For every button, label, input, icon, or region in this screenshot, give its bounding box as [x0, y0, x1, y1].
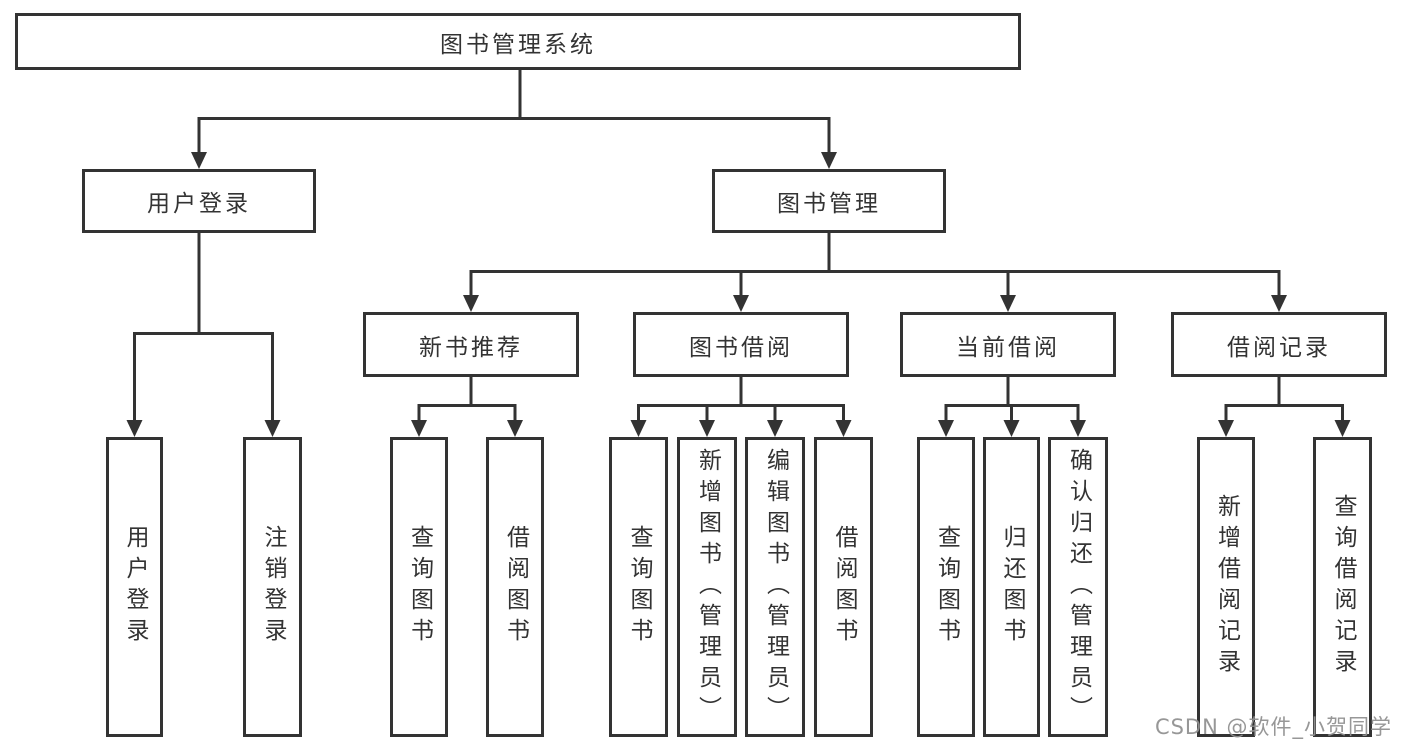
node-new-book-recommend: 新书推荐	[363, 312, 579, 377]
leaf-borrow-book: 借阅图书	[814, 437, 873, 737]
node-book-borrow-label: 图书借阅	[689, 334, 793, 361]
leaf-add-borrow-record-label: 新增借阅记录	[1213, 494, 1240, 680]
node-root: 图书管理系统	[15, 13, 1021, 70]
leaf-recommend-borrow-book-label: 借阅图书	[502, 525, 529, 649]
leaf-borrow-query-book-label: 查询图书	[626, 525, 652, 649]
leaf-edit-book-admin: 编辑图书（管理员）	[745, 437, 805, 737]
node-borrow-records: 借阅记录	[1171, 312, 1387, 377]
leaf-user-login-label: 用户登录	[122, 525, 148, 649]
leaf-user-login: 用户登录	[106, 437, 163, 737]
node-root-label: 图书管理系统	[440, 31, 596, 58]
leaf-current-query-book-label: 查询图书	[933, 525, 960, 649]
node-user-login-label: 用户登录	[147, 191, 251, 217]
node-borrow-records-label: 借阅记录	[1227, 334, 1331, 361]
node-book-management: 图书管理	[712, 169, 946, 233]
leaf-recommend-query-book: 查询图书	[390, 437, 448, 737]
leaf-return-book: 归还图书	[983, 437, 1040, 737]
leaf-recommend-query-book-label: 查询图书	[406, 525, 433, 649]
leaf-query-borrow-record: 查询借阅记录	[1313, 437, 1372, 737]
leaf-add-book-admin-label: 新增图书（管理员）	[694, 447, 721, 727]
node-book-management-label: 图书管理	[777, 191, 881, 217]
leaf-logout: 注销登录	[243, 437, 302, 737]
node-book-borrow: 图书借阅	[633, 312, 849, 377]
csdn-watermark: CSDN @软件_小贺同学	[1154, 715, 1392, 739]
leaf-add-borrow-record: 新增借阅记录	[1197, 437, 1255, 737]
node-current-borrow-label: 当前借阅	[956, 334, 1060, 361]
leaf-recommend-borrow-book: 借阅图书	[486, 437, 544, 737]
leaf-return-book-label: 归还图书	[999, 525, 1025, 649]
leaf-borrow-query-book: 查询图书	[609, 437, 668, 737]
leaf-logout-label: 注销登录	[260, 525, 286, 649]
node-user-login: 用户登录	[82, 169, 316, 233]
leaf-confirm-return-admin: 确认归还（管理员）	[1048, 437, 1108, 737]
leaf-add-book-admin: 新增图书（管理员）	[677, 437, 737, 737]
leaf-current-query-book: 查询图书	[917, 437, 975, 737]
node-current-borrow: 当前借阅	[900, 312, 1116, 377]
leaf-edit-book-admin-label: 编辑图书（管理员）	[762, 447, 789, 727]
leaf-borrow-book-label: 借阅图书	[831, 525, 857, 649]
leaf-query-borrow-record-label: 查询借阅记录	[1330, 494, 1356, 680]
node-new-book-recommend-label: 新书推荐	[419, 334, 523, 361]
leaf-confirm-return-admin-label: 确认归还（管理员）	[1065, 447, 1092, 727]
